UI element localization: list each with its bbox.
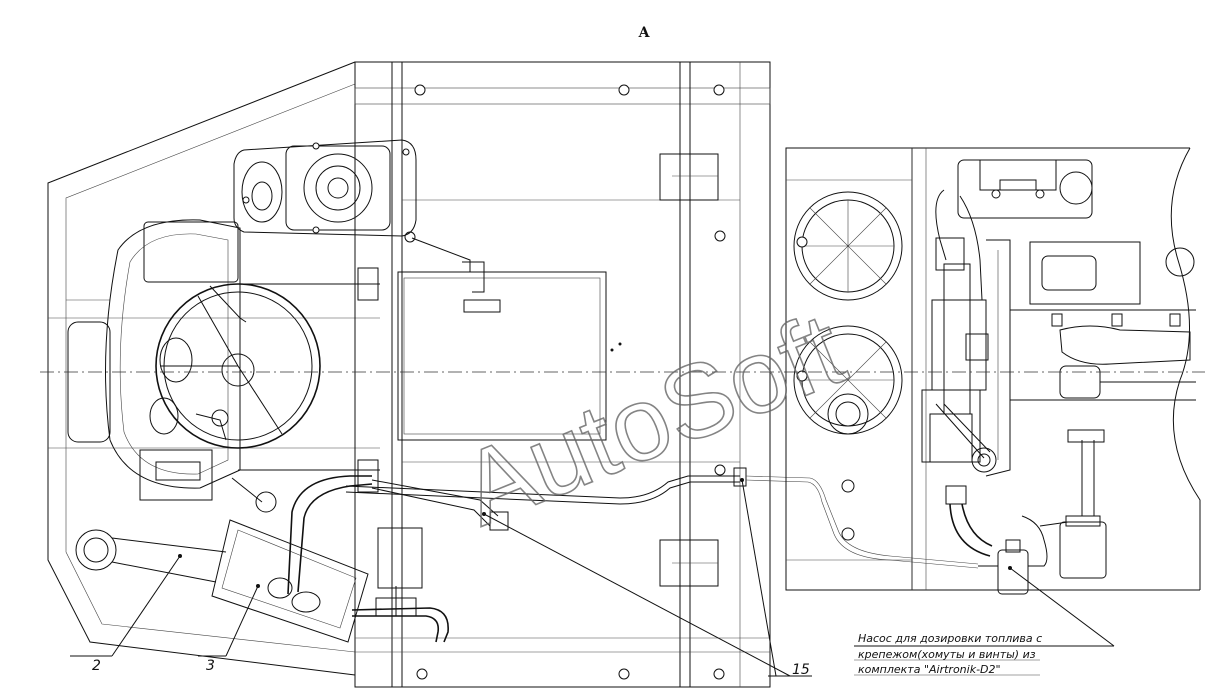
pedal-box [233,139,417,237]
exhaust-assembly [1010,241,1196,401]
watermark: AutoSoft [446,291,859,548]
callout-15: 15 [792,662,810,678]
driver-seat [67,219,241,501]
leader-lines [70,478,1115,677]
steering-wheel [149,267,380,513]
callout-2: 2 [92,658,101,674]
cab-floor-outline [47,61,380,676]
pump-note: Насос для дозировки топлива с крепежом(х… [854,632,1042,676]
filter-discs [793,191,903,541]
heater-pipes [75,475,509,643]
fuel-dosing-pump [978,429,1107,595]
frame-plate [354,61,771,688]
center-hatch [397,237,622,441]
heater-unit [921,159,1093,557]
fuel-line [345,467,979,569]
pump-note-line-1: Насос для дозировки топлива с [858,632,1042,645]
view-label: A [638,25,651,41]
engine-compartment [785,147,1201,591]
callout-3: 3 [206,658,215,674]
pump-note-line-3: комплекта "Airtronik-D2" [858,663,1001,676]
pump-note-line-2: крепежом(хомуты и винты) из [858,648,1036,661]
